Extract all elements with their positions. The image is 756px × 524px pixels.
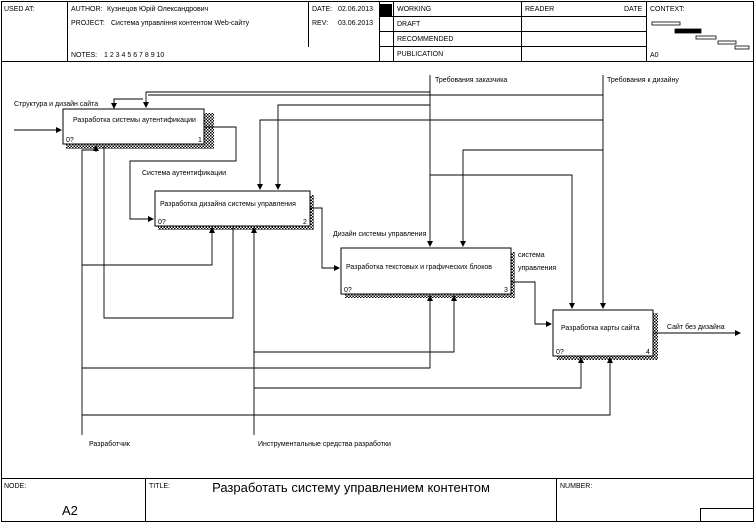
header-divider [67, 1, 68, 61]
reader-label: READER [525, 6, 555, 13]
box-3-cost: 0? [344, 287, 352, 294]
mechanism-arrow-developer-3[interactable] [82, 295, 433, 369]
number-label: NUMBER: [560, 483, 593, 490]
mechanism-arrow-developer-2[interactable] [82, 227, 215, 266]
notes-label: NOTES: [71, 52, 98, 59]
label-structure: Структура и дизайн сайта [14, 100, 98, 108]
box-3-number: 3 [504, 287, 508, 294]
date-label: DATE: [312, 6, 333, 13]
status-publication: PUBLICATION [397, 51, 444, 58]
node-label: NODE: [4, 483, 27, 490]
mechanism-arrow-developer[interactable] [81, 146, 97, 435]
box-1-name: Разработка системы аутентификации [73, 116, 196, 124]
control-arrow-customer-4[interactable] [430, 174, 575, 309]
status-draft: DRAFT [397, 21, 421, 28]
flow-arrow-design-system[interactable] [310, 207, 340, 271]
footer-top-border [1, 478, 754, 479]
box-2-cost: 0? [158, 219, 166, 226]
footer-divider [700, 508, 754, 509]
activity-box-1[interactable] [62, 108, 205, 145]
used-at-label: USED AT: [4, 6, 35, 13]
status-row-line [379, 31, 646, 32]
box-4-cost: 0? [556, 349, 564, 356]
label-tools: Инструментальные средства разработки [258, 440, 391, 448]
box-2-name: Разработка дизайна системы управления [160, 200, 296, 208]
status-column-line [393, 1, 394, 61]
box-3-name: Разработка текстовых и графических блоко… [346, 263, 492, 271]
label-design-system: Дизайн системы управления [333, 230, 427, 238]
label-system-mgmt-1: система [518, 252, 545, 259]
activity-box-2[interactable] [154, 190, 311, 227]
context-node: A0 [650, 52, 659, 59]
footer-divider [145, 478, 146, 522]
header-bottom-border [1, 61, 754, 62]
footer-divider [556, 478, 557, 522]
header-divider [646, 1, 647, 61]
control-arrow-design-3[interactable] [460, 149, 603, 247]
diagram-title: Разработать систему управлением контенто… [212, 480, 490, 495]
label-developer: Разработчик [89, 440, 131, 448]
title-label: TITLE: [149, 483, 171, 490]
control-arrow-customer[interactable] [143, 75, 431, 108]
status-working: WORKING [397, 6, 432, 13]
date-value: 02.06.2013 [338, 6, 374, 13]
mechanism-arrow-tools-3[interactable] [254, 295, 457, 353]
status-row-line [379, 16, 646, 17]
box-1-number: 1 [198, 137, 202, 144]
activity-box-3[interactable] [340, 247, 512, 295]
activity-box-4[interactable] [552, 309, 654, 357]
mechanism-arrow-developer-4[interactable] [82, 357, 613, 416]
flow-arrow-auth-system[interactable] [129, 126, 237, 222]
mechanism-arrow-tools-4[interactable] [254, 357, 584, 389]
rev-label: REV: [312, 20, 329, 27]
box-4-name: Разработка карты сайта [561, 324, 640, 332]
label-req-customer: Требования заказчика [435, 76, 507, 84]
project-label: PROJECT: [71, 20, 105, 27]
label-auth-system: Система аутентификации [142, 170, 226, 177]
mechanism-arrow-tools-link[interactable] [103, 146, 234, 319]
label-system-mgmt-2: управления [518, 265, 556, 272]
input-arrow-structure-branch[interactable] [113, 98, 143, 105]
footer-divider [700, 508, 701, 522]
status-recommended: RECOMMENDED [397, 36, 454, 43]
context-label: CONTEXT: [650, 6, 685, 13]
control-arrow-customer-2[interactable] [275, 104, 430, 190]
box-1-cost: 0? [66, 137, 74, 144]
box-4-number: 4 [646, 349, 650, 356]
control-arrow-design-2[interactable] [257, 119, 603, 190]
box-2-number: 2 [303, 219, 307, 226]
author-label: AUTHOR: [71, 6, 103, 13]
project-value: Система управління контентом Web-сайту [111, 20, 250, 27]
flow-arrow-system-mgmt[interactable] [511, 281, 552, 327]
notes-value: 1 2 3 4 5 6 7 8 9 10 [104, 52, 165, 59]
node-id: A2 [62, 503, 78, 518]
status-row-line [379, 46, 646, 47]
label-output-site: Сайт без дизайна [667, 323, 725, 331]
working-status-marker [380, 4, 392, 16]
label-req-design: Требования к дизайну [607, 76, 679, 84]
reader-date-label: DATE [624, 6, 643, 13]
rev-value: 03.06.2013 [338, 20, 374, 27]
author-value: Кузнецов Юрій Олександрович [107, 6, 209, 13]
header-divider [308, 1, 309, 47]
